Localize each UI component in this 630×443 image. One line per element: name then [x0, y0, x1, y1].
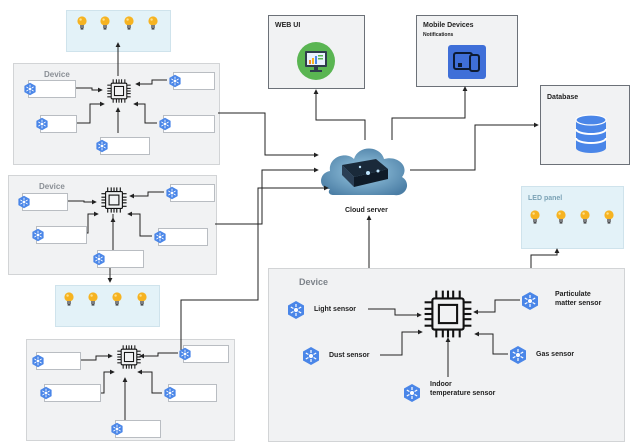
- monitor-icon: [297, 42, 335, 80]
- bulb-panel-middle: [55, 285, 160, 327]
- light-bulb-icon: [124, 16, 134, 30]
- database-title: Database: [547, 94, 579, 101]
- sensor-bl-2[interactable]: [179, 345, 229, 363]
- cloud-server-label: Cloud server: [345, 207, 388, 214]
- sensor-bl-3[interactable]: [40, 384, 101, 402]
- sensor-tl-3[interactable]: [36, 115, 77, 133]
- web-ui-title: WEB UI: [275, 22, 301, 29]
- sensor-hex-icon: [111, 422, 123, 436]
- sensor-hex-icon: [164, 386, 176, 400]
- light-bulb-icon: [604, 210, 614, 224]
- light-sensor-label: Light sensor: [314, 306, 357, 313]
- indoor-temperature-label-1: Indoor: [430, 381, 452, 388]
- light-bulb-icon: [64, 292, 74, 306]
- sensor-hex-icon: [179, 347, 191, 361]
- sensor-bl-5[interactable]: [111, 420, 161, 438]
- sensor-hex-icon: [288, 301, 304, 319]
- dust-sensor-label: Dust sensor: [329, 352, 370, 359]
- sensor-ml-5[interactable]: [93, 250, 144, 268]
- sensor-hex-icon: [32, 228, 44, 242]
- light-bulb-icon: [88, 292, 98, 306]
- device-panel-top-title: Device: [44, 70, 70, 79]
- led-panel-label: LED panel: [528, 195, 563, 202]
- sensor-ml-4[interactable]: [154, 228, 208, 246]
- device-panel-middle-title: Device: [39, 182, 65, 191]
- particulate-label-1: Particulate: [555, 291, 591, 298]
- indoor-temperature-sensor[interactable]: Indoor temperature sensor: [402, 378, 512, 406]
- sensor-hex-icon: [18, 195, 30, 209]
- chip-icon: [107, 79, 131, 103]
- dust-sensor[interactable]: Dust sensor: [301, 344, 380, 368]
- light-bulb-icon: [137, 292, 147, 306]
- web-ui-box[interactable]: WEB UI: [268, 15, 365, 89]
- mobile-devices-subtitle: Notifications: [423, 32, 454, 38]
- light-bulb-icon: [580, 210, 590, 224]
- chip-icon: [101, 187, 127, 213]
- gas-sensor-label: Gas sensor: [536, 351, 575, 358]
- sensor-hex-icon: [303, 347, 319, 365]
- light-bulb-icon: [100, 16, 110, 30]
- light-bulb-icon: [148, 16, 158, 30]
- sensor-ml-1[interactable]: [18, 193, 68, 211]
- sensor-tl-4[interactable]: [159, 115, 215, 133]
- light-bulb-icon: [530, 210, 540, 224]
- sensor-hex-icon: [510, 346, 526, 364]
- mobile-devices-title: Mobile Devices: [423, 22, 474, 29]
- sensor-ml-3[interactable]: [32, 226, 87, 244]
- database-box[interactable]: Database: [540, 85, 630, 165]
- sensor-hex-icon: [166, 186, 178, 200]
- sensor-tl-1[interactable]: [24, 80, 76, 98]
- device-panel-main-title: Device: [299, 277, 329, 287]
- light-bulb-icon: [112, 292, 122, 306]
- sensor-hex-icon: [32, 354, 44, 368]
- light-bulb-icon: [77, 16, 87, 30]
- database-icon: [575, 114, 607, 153]
- sensor-bl-1[interactable]: [32, 352, 81, 370]
- sensor-bl-4[interactable]: [164, 384, 217, 402]
- sensor-hex-icon: [159, 117, 171, 131]
- particulate-matter-sensor[interactable]: Particulate matter sensor: [520, 288, 620, 314]
- chip-icon: [424, 290, 472, 338]
- chip-icon: [117, 345, 141, 369]
- particulate-label-2: matter sensor: [555, 300, 602, 307]
- sensor-hex-icon: [96, 139, 108, 153]
- sensor-hex-icon: [36, 117, 48, 131]
- sensor-tl-2[interactable]: [169, 72, 215, 90]
- sensor-hex-icon: [522, 292, 538, 310]
- cloud-server-icon[interactable]: [316, 137, 412, 205]
- sensor-hex-icon: [154, 230, 166, 244]
- mobile-devices-icon: [448, 45, 486, 79]
- sensor-hex-icon: [40, 386, 52, 400]
- light-bulb-icon: [556, 210, 566, 224]
- sensor-tl-5[interactable]: [96, 137, 150, 155]
- sensor-hex-icon: [169, 74, 181, 88]
- indoor-temperature-label-2: temperature sensor: [430, 390, 496, 397]
- sensor-hex-icon: [404, 384, 420, 402]
- sensor-hex-icon: [24, 82, 36, 96]
- gas-sensor[interactable]: Gas sensor: [508, 343, 588, 367]
- sensor-hex-icon: [93, 252, 105, 266]
- light-sensor[interactable]: Light sensor: [286, 298, 368, 322]
- sensor-ml-2[interactable]: [166, 184, 215, 202]
- mobile-devices-box[interactable]: Mobile Devices Notifications: [416, 15, 518, 87]
